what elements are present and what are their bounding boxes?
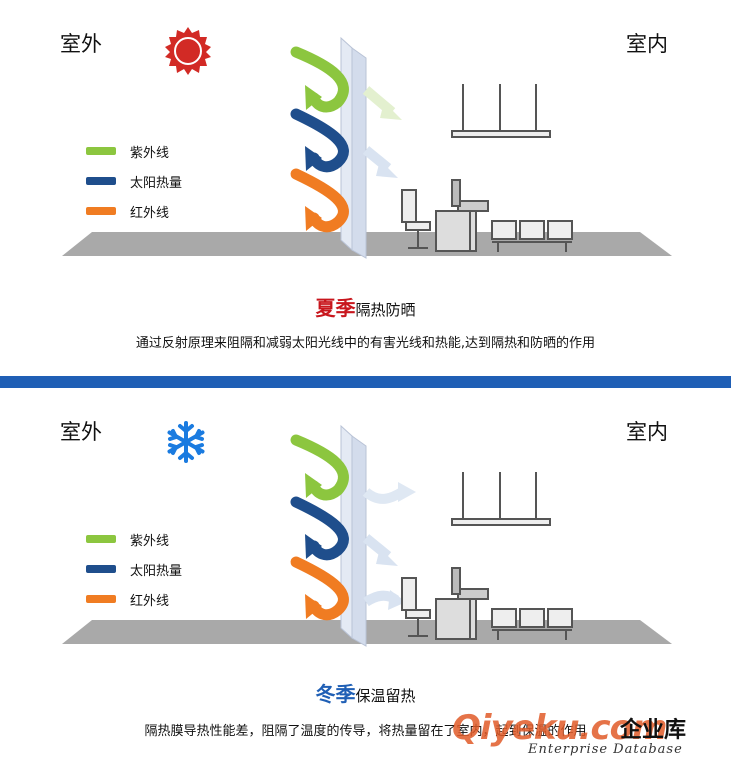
glass-pane — [351, 47, 367, 259]
legend-swatch — [86, 207, 116, 215]
outside-label: 室外 — [60, 420, 102, 444]
legend: 紫外线 太阳热量 红外线 — [86, 136, 182, 226]
summer-panel: 室外 室内 紫外线 太阳热量 红外线 夏季隔热防晒 通过反射原理来阻隔和减弱太阳… — [0, 0, 731, 376]
office-desk — [401, 179, 489, 252]
legend-label: 紫外线 — [130, 145, 170, 161]
legend-swatch — [86, 535, 116, 543]
uv-ray — [290, 434, 349, 501]
legend-swatch — [86, 565, 116, 573]
legend-swatch — [86, 595, 116, 603]
legend-label: 红外线 — [130, 205, 170, 221]
season-subtitle: 保温留热 — [355, 687, 416, 705]
watermark-en-text: Enterprise Database — [528, 742, 683, 757]
legend-swatch — [86, 147, 116, 155]
legend-label: 红外线 — [130, 593, 170, 609]
season-title: 冬季 — [315, 682, 356, 706]
heat-ray — [290, 496, 349, 561]
office-desk — [401, 567, 489, 640]
waiting-seats — [491, 608, 573, 640]
summer-scene — [62, 36, 672, 259]
inside-label: 室内 — [626, 420, 668, 444]
season-heading: 冬季保温留热 — [0, 678, 731, 707]
season-description: 隔热膜导热性能差，阻隔了温度的传导，将热量留在了室内，起到保温的作用 — [144, 724, 587, 739]
ir-ray — [290, 168, 349, 233]
legend-item-uv: 紫外线 — [86, 524, 182, 554]
glass-pane — [351, 435, 367, 647]
section-divider — [0, 376, 731, 388]
legend-label: 太阳热量 — [130, 563, 183, 579]
legend-item-uv: 紫外线 — [86, 136, 182, 166]
winter-panel: 室外 室内 紫外线 太阳热量 红外线 冬季保温留热 — [0, 388, 731, 764]
floor — [62, 232, 672, 256]
legend-swatch — [86, 177, 116, 185]
legend-item-heat: 太阳热量 — [86, 554, 182, 584]
season-title: 夏季 — [315, 296, 356, 320]
watermark-cn-text: 企业库 — [620, 718, 687, 743]
season-subtitle: 隔热防晒 — [355, 301, 416, 319]
heat-ray — [290, 108, 349, 173]
outside-label: 室外 — [60, 32, 102, 56]
legend-label: 紫外线 — [130, 533, 170, 549]
season-description: 通过反射原理来阻隔和减弱太阳光线中的有害光线和热能,达到隔热和防晒的作用 — [135, 336, 596, 351]
ceiling-lamp — [451, 472, 551, 526]
season-heading: 夏季隔热防晒 — [0, 292, 731, 321]
ceiling-lamp — [451, 84, 551, 138]
floor — [62, 620, 672, 644]
inside-label: 室内 — [626, 32, 668, 56]
legend-item-ir: 红外线 — [86, 196, 182, 226]
waiting-seats — [491, 220, 573, 252]
legend-label: 太阳热量 — [130, 175, 183, 191]
uv-ray — [290, 46, 349, 113]
legend-item-ir: 红外线 — [86, 584, 182, 614]
ir-ray — [290, 556, 349, 621]
watermark-logo: Qiyeku.com — [452, 708, 667, 748]
legend: 紫外线 太阳热量 红外线 — [86, 524, 182, 614]
legend-item-heat: 太阳热量 — [86, 166, 182, 196]
sun-icon — [165, 27, 211, 75]
winter-scene — [62, 424, 672, 647]
watermark: Qiyeku.com 企业库 Enterprise Database — [452, 708, 731, 764]
snowflake-icon — [167, 421, 205, 463]
retained-heat-ray — [362, 487, 405, 504]
